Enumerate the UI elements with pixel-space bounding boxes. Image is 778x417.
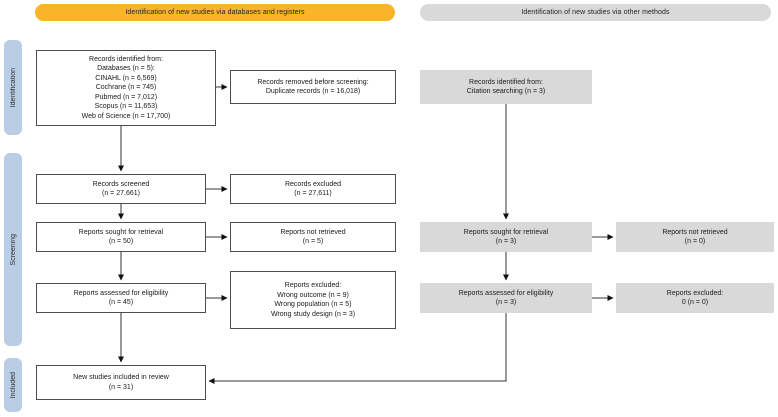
header-databases-registers: Identification of new studies via databa… [35, 4, 395, 21]
box-reports-sought-other: Reports sought for retrieval (n = 3) [420, 222, 592, 252]
box-new-studies-included: New studies included in review (n = 31) [36, 365, 206, 400]
box-records-removed-before-screening: Records removed before screening: Duplic… [230, 70, 396, 104]
sidebar-phase-included: Included [4, 358, 22, 412]
sidebar-phase-label: Identification [9, 67, 17, 108]
box-records-screened: Records screened (n = 27,661) [36, 174, 206, 204]
box-reports-sought-databases: Reports sought for retrieval (n = 50) [36, 222, 206, 252]
box-reports-excluded-other: Reports excluded: 0 (n = 0) [616, 283, 774, 313]
sidebar-phase-screening: Screening [4, 153, 22, 346]
box-reports-assessed-other: Reports assessed for eligibility (n = 3) [420, 283, 592, 313]
box-reports-excluded-databases: Reports excluded: Wrong outcome (n = 9) … [230, 271, 396, 329]
sidebar-phase-label: Included [9, 371, 17, 399]
box-records-identified-citation: Records identified from: Citation search… [420, 70, 592, 104]
box-reports-not-retrieved-other: Reports not retrieved (n = 0) [616, 222, 774, 252]
box-records-identified-databases: Records identified from: Databases (n = … [36, 50, 216, 126]
box-reports-assessed-databases: Reports assessed for eligibility (n = 45… [36, 283, 206, 313]
sidebar-phase-identification: Identification [4, 40, 22, 135]
box-records-excluded: Records excluded (n = 27,611) [230, 174, 396, 204]
box-reports-not-retrieved-databases: Reports not retrieved (n = 5) [230, 222, 396, 252]
sidebar-phase-label: Screening [9, 233, 17, 266]
header-other-methods: Identification of new studies via other … [420, 4, 771, 21]
